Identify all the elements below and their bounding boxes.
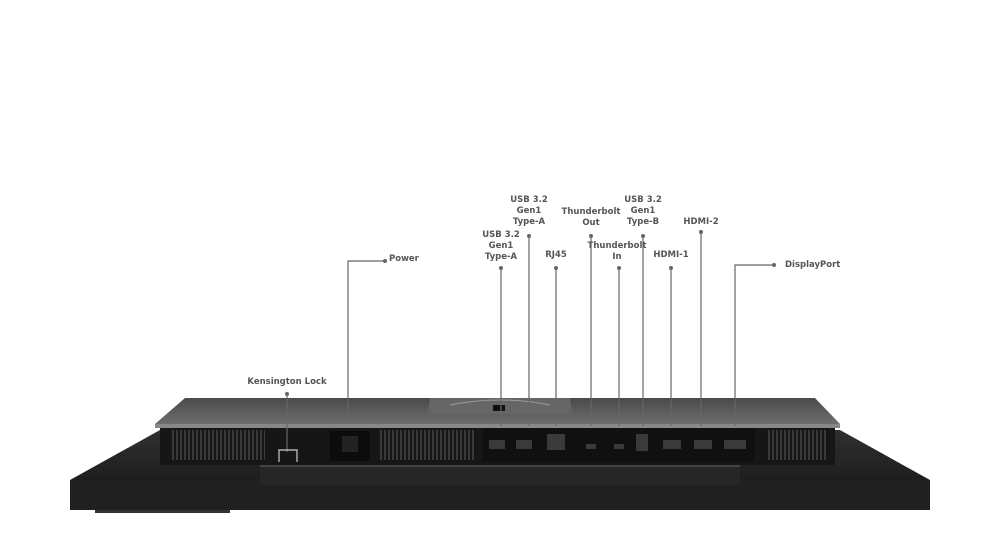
leader-dots xyxy=(285,230,776,396)
label-usb-b: USB 3.2 Gen1 Type-B xyxy=(624,195,662,227)
label-power: Power xyxy=(389,254,419,264)
stand-bar xyxy=(260,465,740,485)
leader-lines xyxy=(278,232,774,462)
label-thunderbolt-in: Thunderbolt In xyxy=(587,241,647,262)
label-usb-a-2: USB 3.2 Gen1 Type-A xyxy=(510,195,548,227)
label-thunderbolt-out: Thunderbolt Out xyxy=(561,207,621,228)
label-displayport: DisplayPort xyxy=(785,260,841,270)
label-kensington-lock: Kensington Lock xyxy=(247,377,327,387)
label-usb-a-1: USB 3.2 Gen1 Type-A xyxy=(482,230,520,262)
ports xyxy=(489,434,746,451)
monitor-body xyxy=(155,398,840,465)
label-hdmi-1: HDMI-1 xyxy=(653,250,689,260)
label-hdmi-2: HDMI-2 xyxy=(683,217,719,227)
label-rj45: RJ45 xyxy=(545,250,567,260)
